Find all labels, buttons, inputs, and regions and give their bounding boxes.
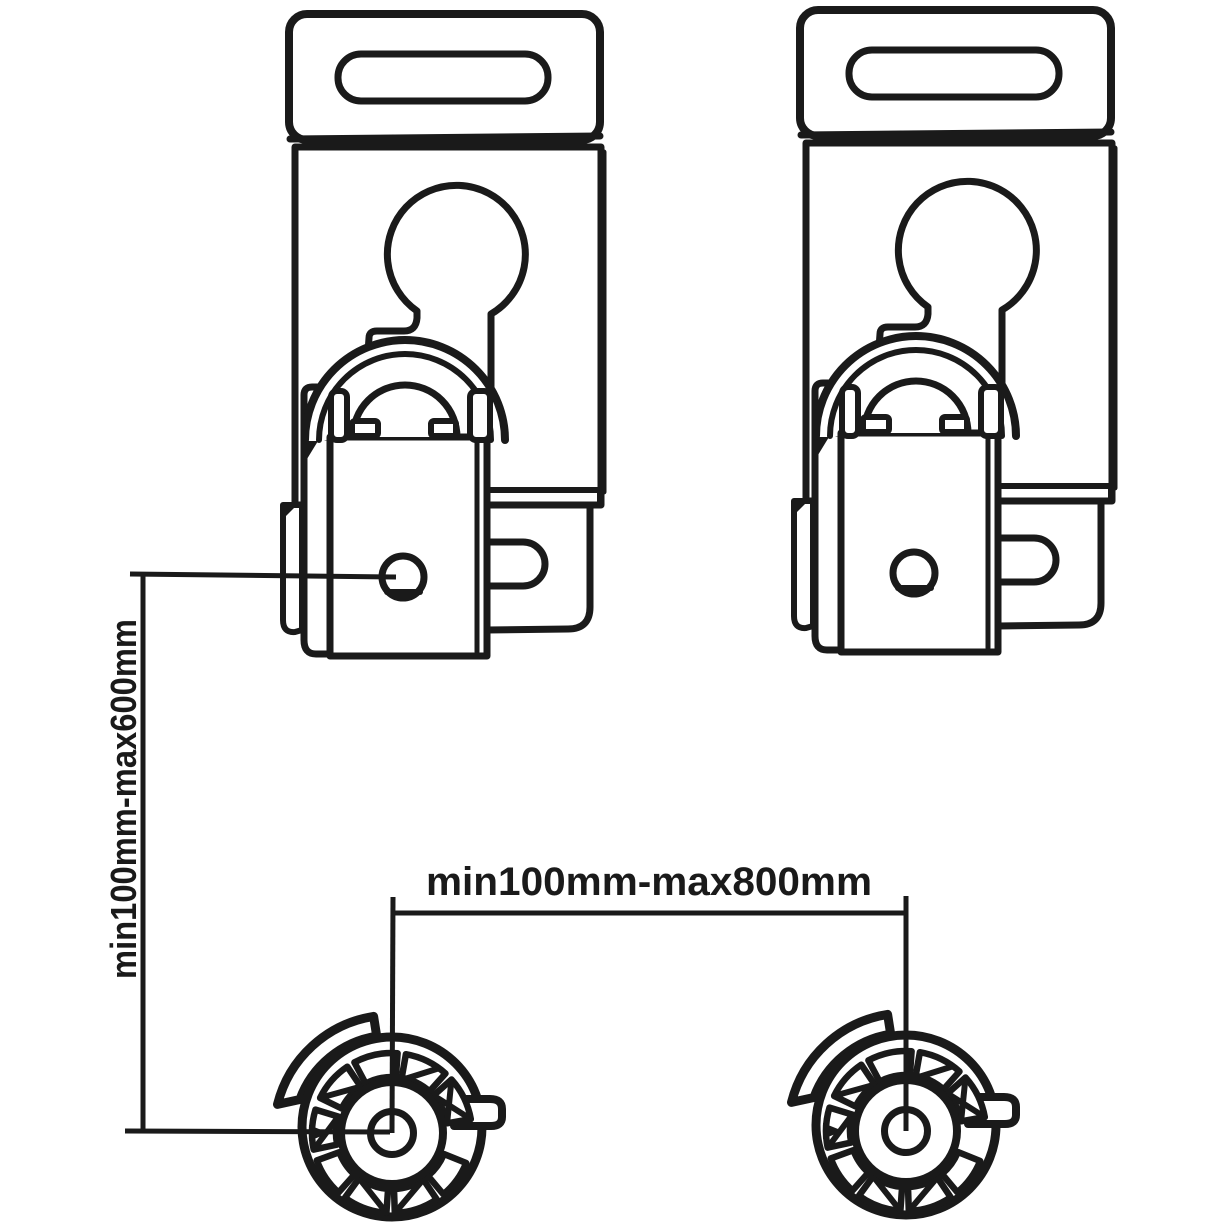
wall-bracket-left [283,14,604,656]
vertical-dimension-label: min100mm-max600mm [103,619,144,979]
vertical-dim-top-extension [129,571,397,580]
vertical-dim-bottom-extension [124,1128,391,1135]
horizontal-dimension-label: min100mm-max800mm [426,860,872,904]
horizontal-dim-left-extension [389,896,396,1134]
wall-bracket-right [794,10,1115,652]
dimension-lines [124,571,909,1135]
